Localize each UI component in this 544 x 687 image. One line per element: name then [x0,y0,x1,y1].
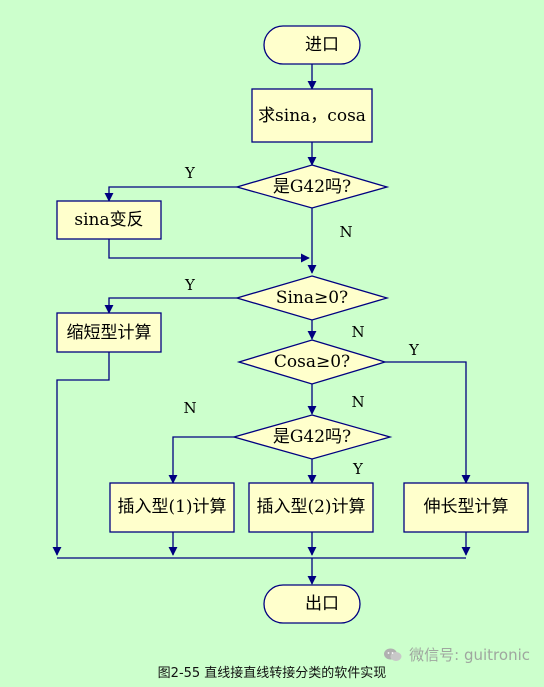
sina-invert-label: sina变反 [74,210,143,230]
compute-label: 求sina，cosa [258,106,366,126]
edge-g42b-no [168,436,234,484]
end-label: 出口 [305,594,339,614]
watermark-text: 微信号: guitronic [409,646,530,664]
connectors [52,64,471,585]
g42-top-no-label: N [339,223,352,241]
insert2-label: 插入型(2)计算 [256,497,365,517]
g42-bottom-no-label: N [183,399,196,417]
cosa-no-label: N [351,393,364,411]
watermark: 微信号: guitronic [383,644,530,665]
start-terminal [263,25,361,65]
insert2-box [248,482,374,533]
insert1-box [109,482,235,533]
extend-box [403,482,529,533]
cosa-yes-label: Y [408,341,420,359]
edge-g42-yes [104,186,237,202]
g42-top-diamond [234,164,390,209]
edge-cosa-yes [385,361,471,484]
start-label: 进口 [305,35,339,55]
compute-box [251,88,373,143]
sina-label: Sina≥0? [276,288,348,308]
g42-bottom-yes-label: Y [352,460,364,478]
g42-top-label: 是G42吗? [273,177,351,197]
edge-shorten-merge [52,352,110,556]
wechat-icon [384,648,402,661]
g42-bottom-label: 是G42吗? [273,427,351,447]
figure-caption: 图2-55 直线接直线转接分类的软件实现 [157,666,387,681]
shorten-label: 缩短型计算 [67,323,152,343]
end-terminal [263,584,361,624]
g42-bottom-diamond [231,414,393,460]
insert1-label: 插入型(1)计算 [117,497,226,517]
sina-diamond [234,275,390,321]
shorten-box [56,312,162,353]
edge-invert-merge [108,239,310,263]
cosa-label: Cosa≥0? [274,352,350,372]
edge-sina-yes [104,297,237,314]
sina-yes-label: Y [184,276,196,294]
cosa-diamond [236,339,388,385]
sina-invert-box [56,200,162,240]
g42-top-yes-label: Y [184,164,196,182]
sina-no-label: N [351,323,364,341]
extend-label: 伸长型计算 [424,497,509,517]
